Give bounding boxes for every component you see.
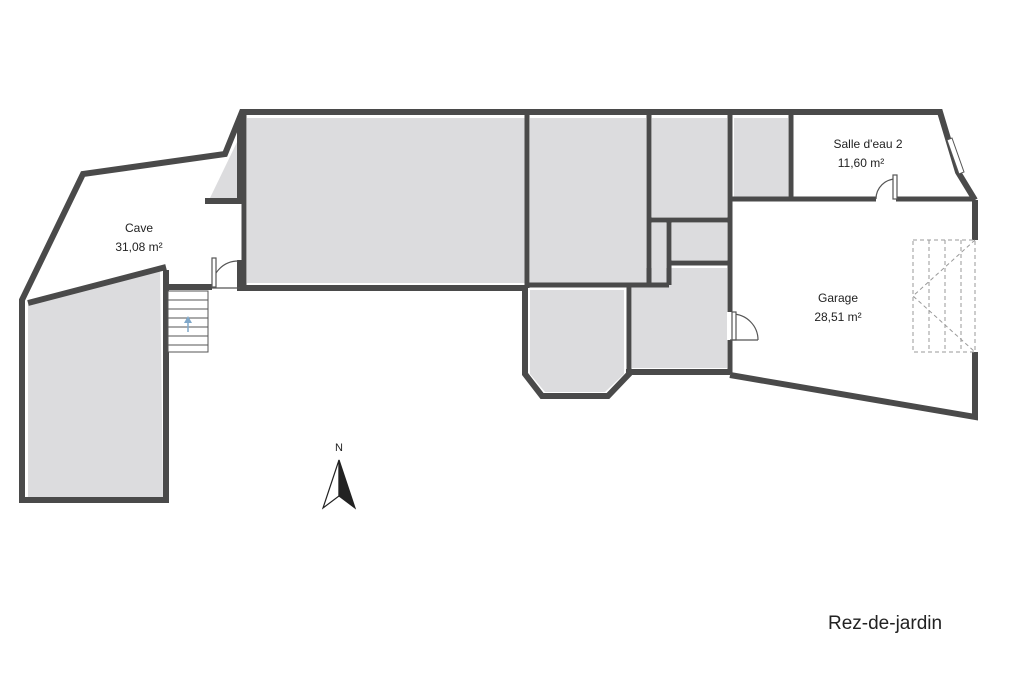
room-area-cave: 31,08 m² [115,240,162,254]
wall-triangle [205,116,243,204]
wall-garage-east-lower [729,352,978,421]
level-title: Rez-de-jardin [828,613,943,634]
north-arrow-icon: N [321,442,357,510]
inaccessible-zones [28,118,788,498]
room-area-salle-eau: 11,60 m² [838,156,884,170]
door-salle-eau [875,174,898,200]
zone-bay [530,290,624,392]
zone-strip [652,223,666,281]
room-name-cave: Cave [125,221,153,235]
doors [211,174,898,341]
room-name-garage: Garage [818,291,858,305]
window-salle-eau [946,137,965,175]
wall-cave-diagonal [27,264,167,306]
wall-south-main [237,284,730,399]
room-area-garage: 28,51 m² [814,310,861,324]
staircase [167,290,209,353]
zone-small-top [652,118,727,217]
zone-middle [530,118,646,283]
zone-main-large [247,118,525,283]
stair-arrow-icon [184,316,192,332]
zone-lower-left [28,270,163,498]
zone-small-square [672,223,727,260]
room-name-salle-eau: Salle d'eau 2 [833,137,902,151]
zone-triangle [210,140,238,198]
north-label: N [335,442,343,454]
door-cave [211,257,240,289]
zone-tiny-right [734,118,788,197]
door-garage [730,311,759,341]
garage-door [912,239,976,353]
